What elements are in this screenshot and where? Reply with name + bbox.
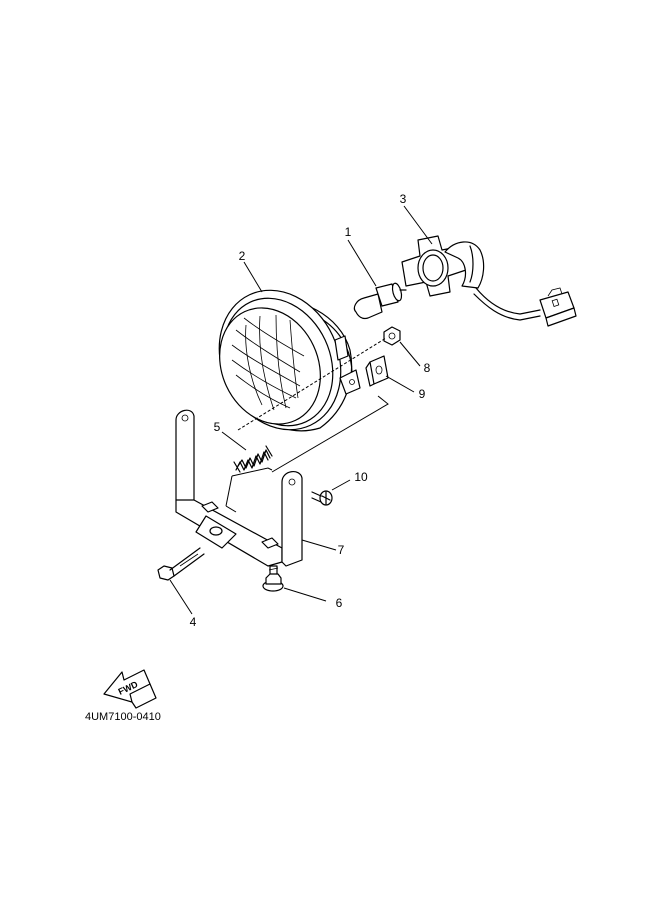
bracket (175, 409, 303, 567)
assembly-lines (225, 337, 389, 513)
nut (383, 326, 401, 346)
leader-lines (169, 205, 433, 615)
callout-6: 6 (336, 596, 343, 610)
callout-3: 3 (400, 192, 407, 206)
callout-labels: 1 2 3 4 5 6 7 8 9 10 (190, 192, 431, 629)
spring (233, 445, 273, 473)
screw (311, 490, 333, 506)
callout-4: 4 (190, 615, 197, 629)
lens-pattern (231, 314, 305, 411)
callout-2: 2 (239, 249, 246, 263)
flange-bolt (262, 565, 284, 592)
diagram-code: 4UM7100-0410 (85, 711, 161, 723)
clip (365, 355, 389, 387)
fwd-arrow-icon: FWD (103, 669, 157, 709)
bulb (353, 282, 407, 320)
callout-5: 5 (214, 420, 221, 434)
callout-1: 1 (345, 225, 352, 239)
callout-7: 7 (338, 543, 345, 557)
callout-10: 10 (354, 470, 368, 484)
bolt (157, 547, 205, 581)
socket-cord (401, 235, 577, 327)
callout-8: 8 (424, 361, 431, 375)
headlight-assembly (218, 289, 361, 432)
callout-9: 9 (419, 387, 426, 401)
